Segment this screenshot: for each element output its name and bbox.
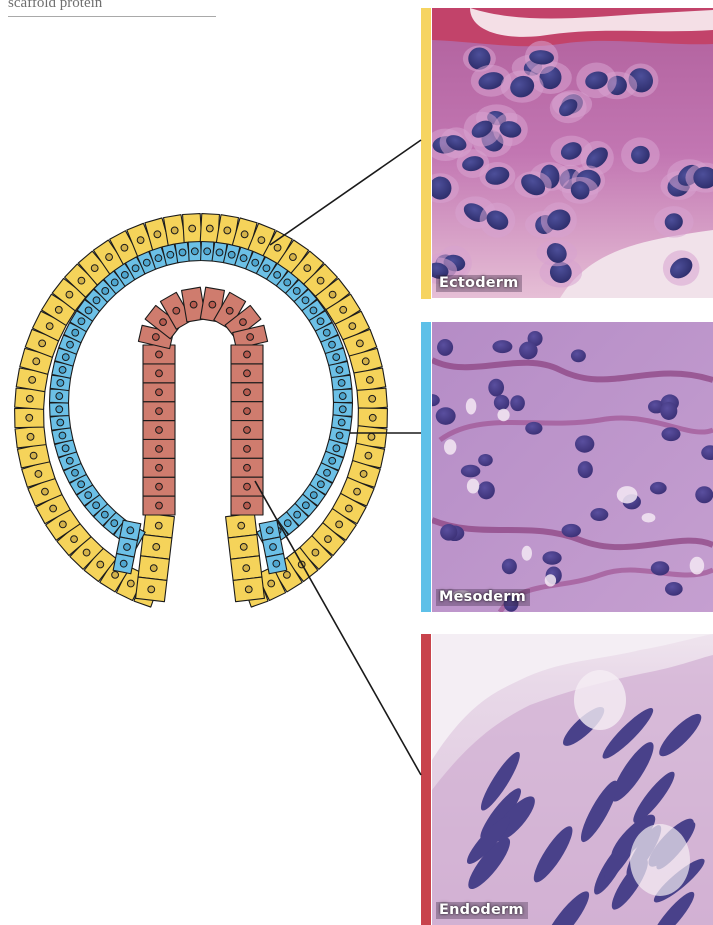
endoderm-cell bbox=[143, 421, 175, 440]
mesoderm-cell bbox=[50, 415, 70, 430]
endoderm-cell bbox=[231, 383, 263, 402]
mesoderm-cell bbox=[266, 554, 287, 574]
ectoderm-micrograph bbox=[419, 8, 713, 298]
ectoderm-cell bbox=[15, 408, 44, 428]
endoderm-cell bbox=[231, 402, 263, 421]
endoderm-cell bbox=[231, 421, 263, 440]
endoderm-cell bbox=[231, 458, 263, 477]
endoderm-label: Endoderm bbox=[436, 902, 528, 919]
ectoderm-cell bbox=[136, 577, 167, 602]
mesoderm-cell bbox=[333, 389, 353, 403]
endoderm-cell bbox=[143, 477, 175, 496]
mesoderm-cell bbox=[175, 242, 190, 263]
ectoderm-cell bbox=[358, 408, 387, 428]
endoderm-cell bbox=[143, 364, 175, 383]
ectoderm-cell bbox=[226, 513, 257, 538]
ectoderm-cell bbox=[141, 535, 172, 560]
endoderm-cell bbox=[231, 496, 263, 515]
mesoderm-cell bbox=[333, 402, 352, 416]
mesoderm-cell bbox=[50, 389, 70, 403]
ectoderm-cell bbox=[228, 535, 259, 560]
mesoderm-cell bbox=[201, 242, 214, 262]
ectoderm-leader-line bbox=[270, 140, 421, 245]
ectoderm-label: Ectoderm bbox=[436, 275, 522, 292]
mesoderm-color-bar bbox=[421, 322, 431, 612]
ectoderm-cell bbox=[183, 214, 202, 244]
mesoderm-cell bbox=[331, 375, 351, 390]
endoderm-color-bar bbox=[421, 634, 431, 925]
ectoderm-cell bbox=[138, 556, 169, 581]
ectoderm-cell bbox=[143, 513, 174, 538]
endoderm-cell bbox=[231, 345, 263, 364]
endoderm-cell bbox=[143, 496, 175, 515]
mesoderm-label: Mesoderm bbox=[436, 589, 530, 606]
ectoderm-cell bbox=[357, 388, 387, 409]
mesoderm-cell bbox=[188, 242, 201, 262]
endoderm-cell bbox=[143, 458, 175, 477]
endoderm-cell bbox=[231, 439, 263, 458]
ectoderm-color-bar bbox=[421, 8, 431, 299]
mesoderm-micrograph bbox=[424, 322, 713, 612]
endoderm-cell bbox=[143, 383, 175, 402]
mesoderm-cell bbox=[113, 554, 134, 574]
endoderm-cell bbox=[231, 364, 263, 383]
endoderm-cell bbox=[143, 439, 175, 458]
endoderm-cell bbox=[143, 402, 175, 421]
ectoderm-cell bbox=[15, 426, 46, 448]
ectoderm-cell bbox=[233, 577, 264, 602]
mesoderm-cell bbox=[50, 402, 69, 416]
ectoderm-cell bbox=[231, 556, 262, 581]
endoderm-micrograph bbox=[432, 634, 713, 925]
